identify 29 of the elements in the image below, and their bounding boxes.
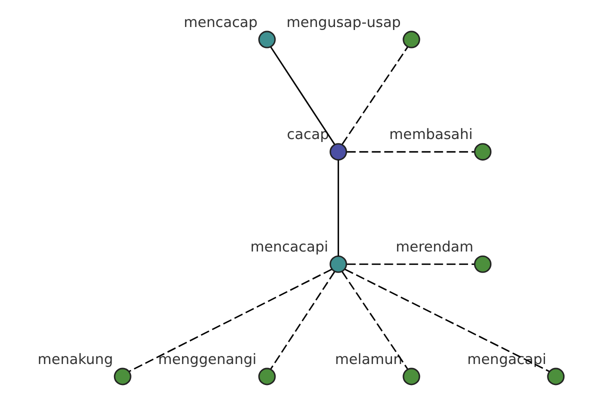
connector [342, 271, 408, 370]
node-circle [474, 255, 492, 273]
node-label: melamun [334, 352, 402, 368]
node-circle [547, 368, 565, 386]
connector [338, 160, 340, 256]
connector [342, 46, 408, 145]
node-label: mencacapi [250, 240, 328, 256]
node-circle [402, 368, 420, 386]
node-circle [114, 368, 132, 386]
connector [270, 46, 336, 145]
node-circle [258, 30, 276, 48]
node-circle [258, 368, 276, 386]
node-circle [330, 143, 348, 161]
node-circle [330, 255, 348, 273]
node-label: mencacap [184, 14, 258, 31]
connector [270, 271, 336, 370]
connector [346, 263, 474, 265]
connector [346, 151, 474, 153]
node-circle [474, 143, 492, 161]
node-label: menakung [38, 352, 114, 368]
node-circle [402, 30, 420, 48]
node-label: merendam [396, 240, 474, 256]
connector [344, 268, 550, 372]
node-label: membasahi [389, 127, 473, 144]
connector [128, 268, 332, 372]
node-label: menggenangi [158, 352, 256, 368]
node-label: mengusap-usap [286, 14, 401, 31]
node-label: cacap [286, 127, 330, 144]
node-label: mengacapi [467, 352, 546, 368]
